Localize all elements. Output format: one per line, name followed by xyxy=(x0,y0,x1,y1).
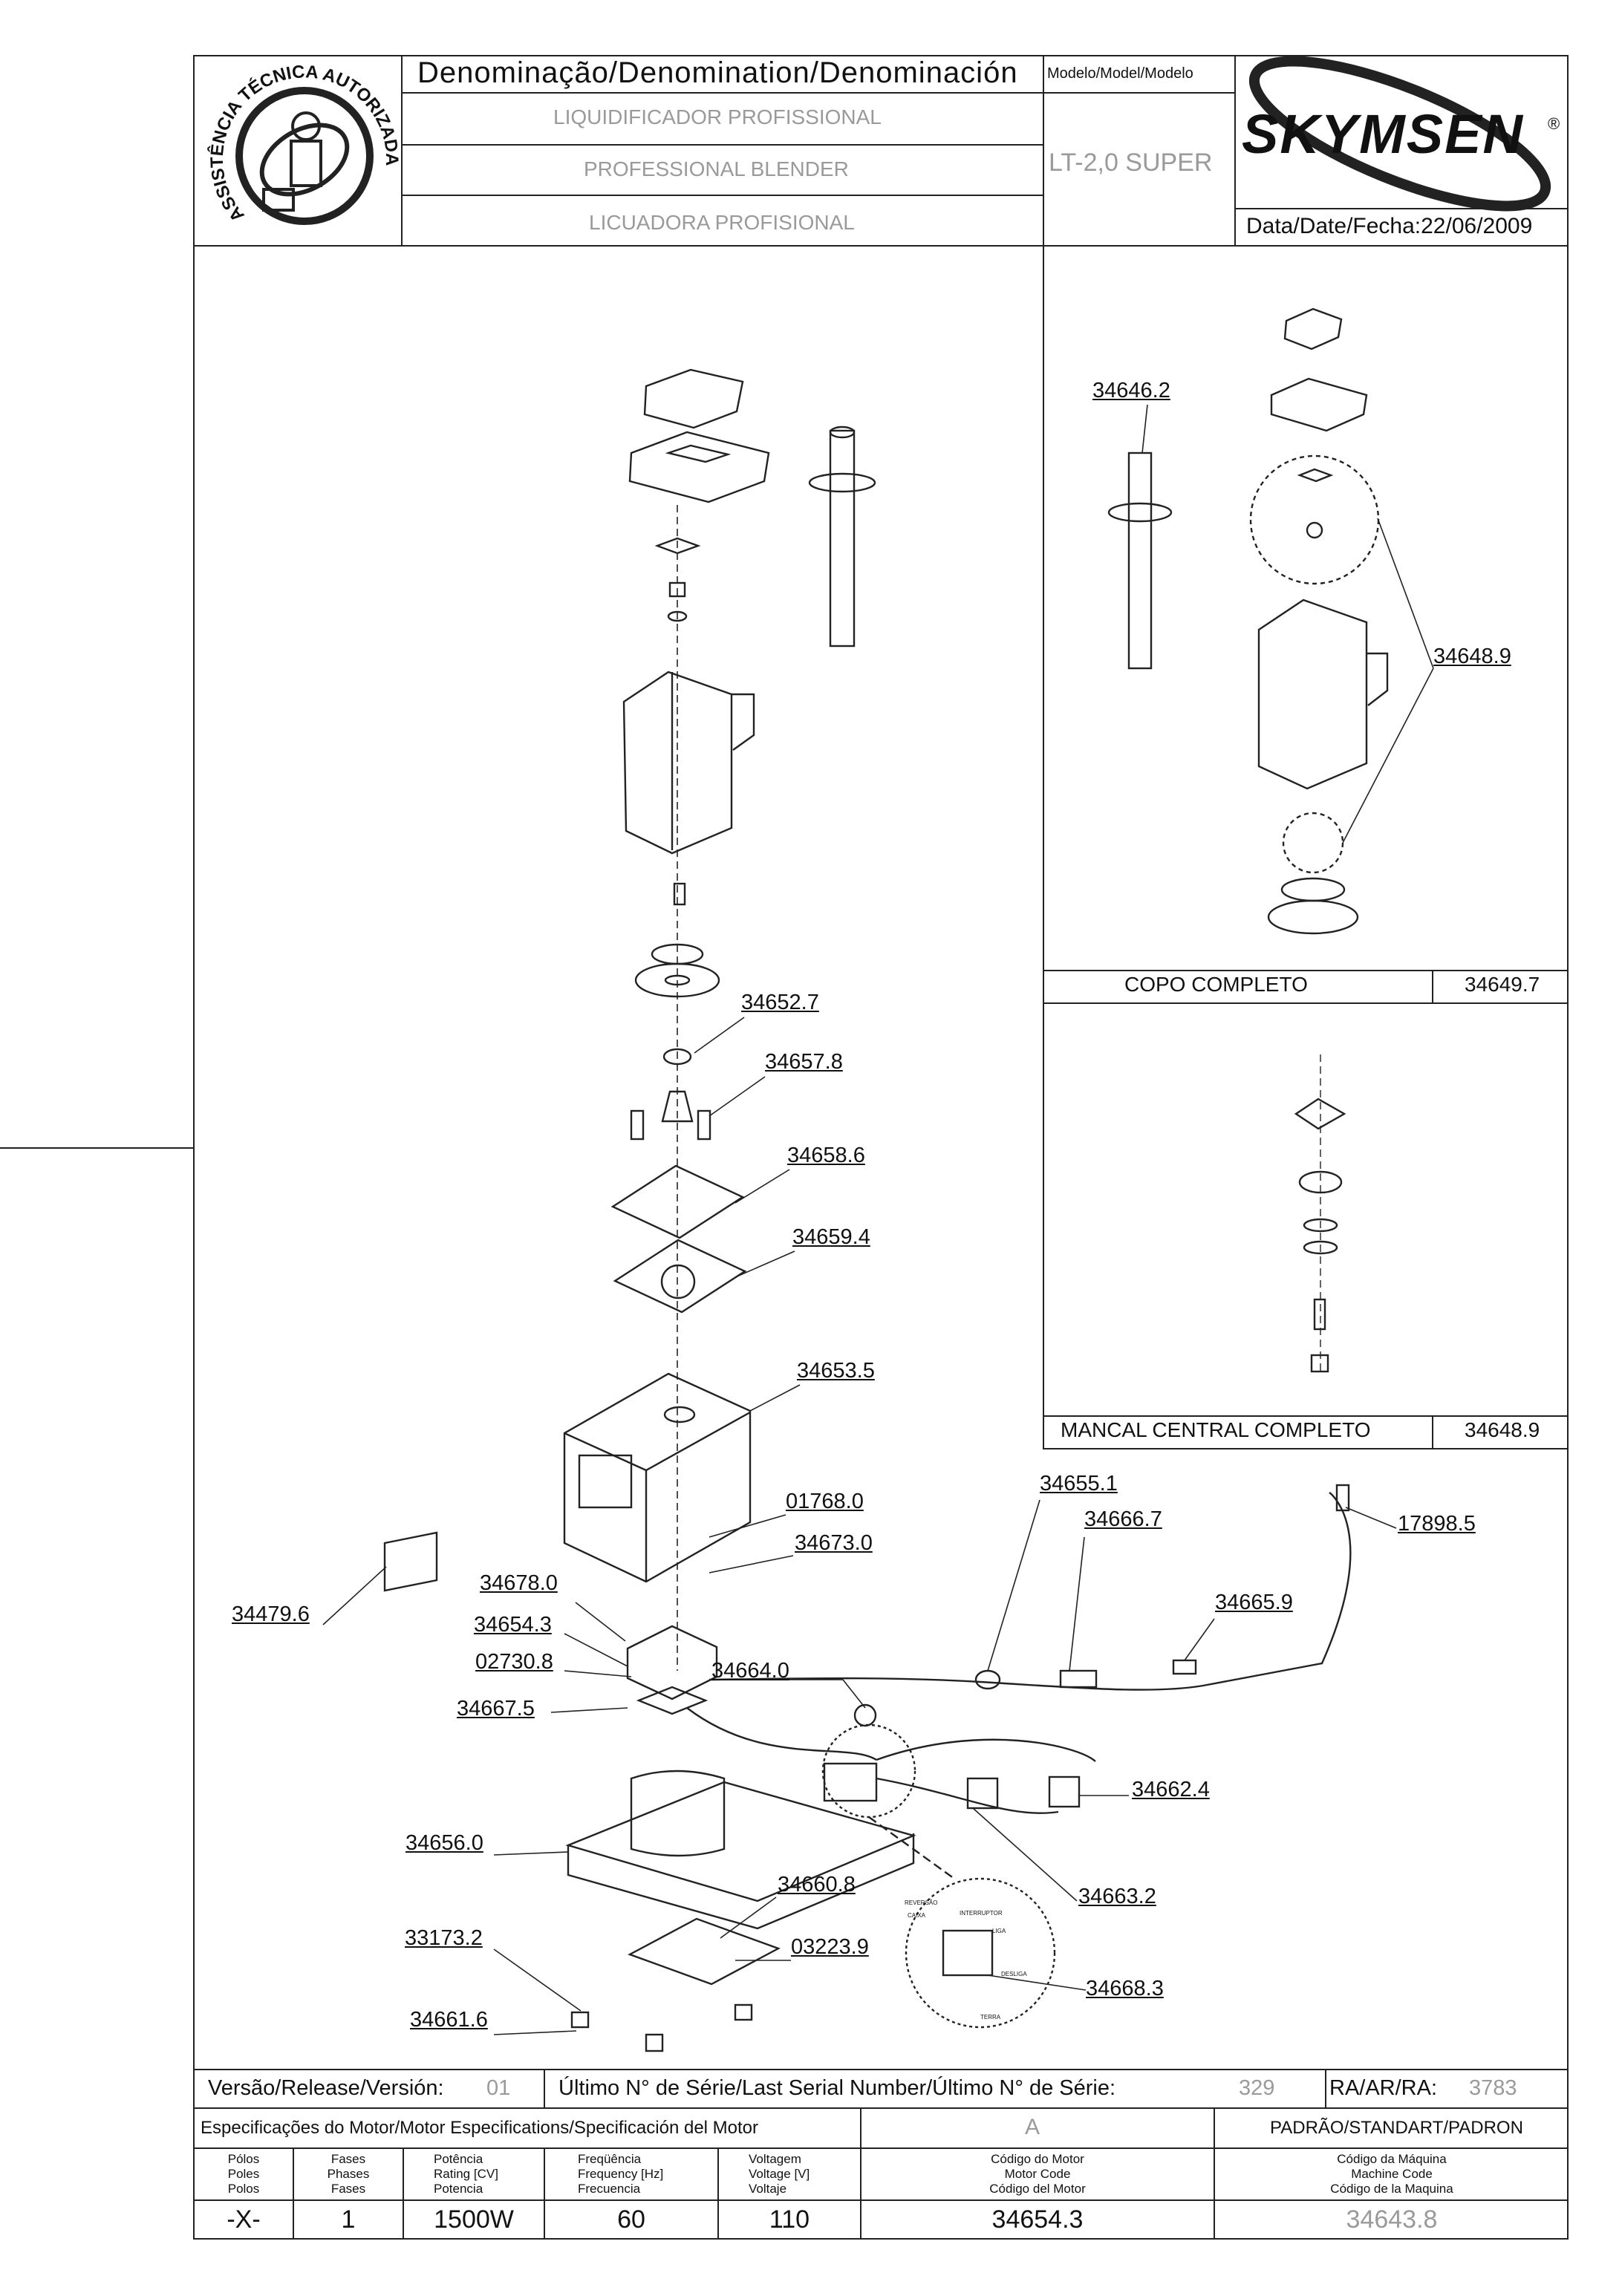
part-label: 03223.9 xyxy=(791,1935,869,1959)
part-label: 34661.6 xyxy=(410,2008,488,2032)
serial-label: Último N° de Série/Last Serial Number/Úl… xyxy=(558,2076,1116,2100)
connector-note: LIGA xyxy=(992,1928,1006,1934)
part-label: 34668.3 xyxy=(1086,1977,1164,2000)
header-row-line xyxy=(401,144,1043,146)
panel-divider xyxy=(1043,245,1044,1448)
connector-note: CAIXA xyxy=(908,1912,926,1919)
val-phases: 1 xyxy=(341,2205,356,2234)
date-label: Data/Date/Fecha:22/06/2009 xyxy=(1246,214,1533,238)
footer-line xyxy=(193,2107,1569,2109)
part-label: 34655.1 xyxy=(1040,1472,1118,1496)
part-label: 34667.5 xyxy=(457,1697,535,1721)
panel-line xyxy=(1043,1002,1569,1004)
footer-divider xyxy=(860,2107,862,2240)
header-row-line xyxy=(401,92,1043,94)
col-poles: Pólos Poles Polos xyxy=(227,2152,260,2196)
header-bottom-line xyxy=(193,245,1569,247)
part-label: 34646.2 xyxy=(1092,379,1170,402)
header-row-line xyxy=(401,195,1043,196)
product-name-en: PROFESSIONAL BLENDER xyxy=(584,157,849,180)
part-label: 34673.0 xyxy=(795,1531,873,1555)
part-label: 33173.2 xyxy=(405,1926,483,1950)
header-divider xyxy=(401,55,403,247)
connector-note: TERRA xyxy=(980,2014,1001,2021)
part-label: 34663.2 xyxy=(1078,1885,1156,1908)
part-label: 02730.8 xyxy=(475,1650,553,1674)
part-label: 17898.5 xyxy=(1398,1512,1476,1536)
footer-line xyxy=(193,2147,1569,2149)
part-label: 34479.6 xyxy=(232,1602,310,1626)
part-label: 34653.5 xyxy=(797,1359,875,1383)
header-row-line xyxy=(1043,92,1234,94)
footer-line xyxy=(193,2199,1569,2201)
col-phases: Fases Phases Fases xyxy=(327,2152,370,2196)
motor-spec-label: Especificações do Motor/Motor Especifica… xyxy=(201,2118,759,2138)
footer-divider xyxy=(403,2147,404,2240)
part-label: 34658.6 xyxy=(787,1144,865,1167)
serial-value: 329 xyxy=(1239,2076,1275,2100)
part-label: 34652.7 xyxy=(741,991,819,1014)
panel-line xyxy=(1043,970,1569,971)
connector-note: INTERRUPTOR xyxy=(960,1910,1003,1917)
part-label: 34666.7 xyxy=(1084,1507,1162,1531)
product-name-es: LICUADORA PROFISIONAL xyxy=(589,211,855,234)
header-divider xyxy=(1234,55,1236,247)
part-label: 34656.0 xyxy=(406,1831,483,1855)
footer-divider xyxy=(544,2069,545,2107)
col-power: Potência Rating [CV] Potencia xyxy=(434,2152,498,2196)
part-label: 34659.4 xyxy=(792,1225,870,1249)
val-frequency: 60 xyxy=(617,2205,645,2234)
version-value: 01 xyxy=(486,2076,511,2100)
part-label: 34660.8 xyxy=(778,1873,856,1897)
val-machine-code: 34643.8 xyxy=(1346,2205,1438,2234)
footer-divider xyxy=(293,2147,294,2240)
val-power: 1500W xyxy=(434,2205,514,2234)
product-name-pt: LIQUIDIFICADOR PROFISSIONAL xyxy=(553,105,882,128)
standard-label: PADRÃO/STANDART/PADRON xyxy=(1270,2118,1523,2138)
cup-panel-code: 34649.7 xyxy=(1465,973,1540,996)
brand-registered-mark: ® xyxy=(1548,114,1560,133)
motor-class: A xyxy=(1025,2115,1040,2139)
ra-label: RA/AR/RA: xyxy=(1329,2076,1438,2100)
panel-line xyxy=(1043,1415,1569,1417)
model-value: LT-2,0 SUPER xyxy=(1049,149,1213,177)
part-label: 34662.4 xyxy=(1132,1778,1210,1801)
val-voltage: 110 xyxy=(769,2205,810,2234)
cup-panel-title: COPO COMPLETO xyxy=(1124,973,1308,996)
part-label: 34654.3 xyxy=(474,1613,552,1637)
panel-line xyxy=(1432,1415,1433,1448)
col-frequency: Freqüência Frequency [Hz] Frecuencia xyxy=(578,2152,664,2196)
panel-line xyxy=(1043,1448,1569,1449)
footer-divider xyxy=(717,2147,719,2240)
bearing-panel-title: MANCAL CENTRAL COMPLETO xyxy=(1061,1418,1371,1441)
col-voltage: Voltagem Voltage [V] Voltaje xyxy=(749,2152,810,2196)
denomination-title: Denominação/Denomination/Denominación xyxy=(417,56,1018,89)
val-motor-code: 34654.3 xyxy=(991,2205,1084,2234)
part-label: 34664.0 xyxy=(711,1659,789,1683)
footer-divider xyxy=(1325,2069,1326,2107)
part-label: 34657.8 xyxy=(765,1050,843,1074)
part-label: 34665.9 xyxy=(1215,1591,1293,1614)
ra-value: 3783 xyxy=(1469,2076,1517,2100)
part-label: 34678.0 xyxy=(480,1571,558,1595)
col-machine-code: Código da Máquina Machine Code Código de… xyxy=(1330,2152,1453,2196)
col-motor-code: Código do Motor Motor Code Código del Mo… xyxy=(989,2152,1086,2196)
part-label: 01768.0 xyxy=(786,1490,864,1513)
bearing-panel-code: 34648.9 xyxy=(1465,1418,1540,1441)
footer-divider xyxy=(1214,2107,1215,2240)
panel-line xyxy=(1432,970,1433,1002)
footer-line xyxy=(193,2069,1569,2070)
brand-name: SKYMSEN xyxy=(1242,103,1524,165)
footer-divider xyxy=(544,2147,545,2240)
margin-mark xyxy=(0,1147,195,1149)
model-title: Modelo/Model/Modelo xyxy=(1047,65,1193,82)
part-label: 34648.9 xyxy=(1433,645,1511,668)
val-poles: -X- xyxy=(227,2205,261,2234)
version-label: Versão/Release/Versión: xyxy=(208,2076,444,2100)
connector-note: DESLIGA xyxy=(1001,1971,1027,1977)
header-divider xyxy=(1043,55,1044,247)
connector-note: REVERSÃO xyxy=(905,1899,938,1906)
